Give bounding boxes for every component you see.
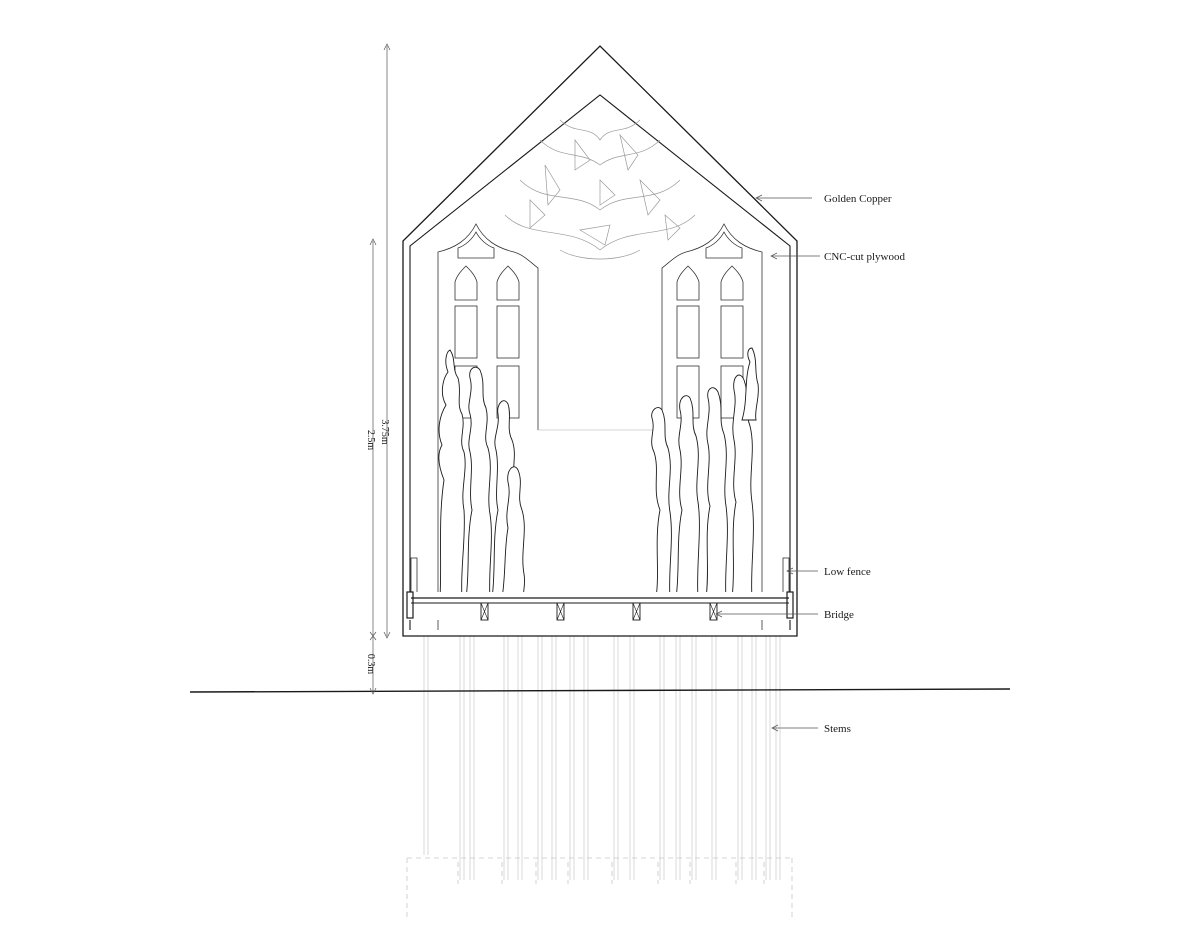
dimension-lines bbox=[369, 43, 391, 695]
stems bbox=[406, 636, 793, 920]
label-bridge: Bridge bbox=[824, 609, 854, 621]
ground-line bbox=[189, 688, 1011, 693]
bridge-deck bbox=[406, 591, 794, 621]
label-cnc-plywood: CNC-cut plywood bbox=[824, 251, 905, 263]
label-low-fence: Low fence bbox=[824, 566, 871, 578]
dim-interior-height: 2.5m bbox=[365, 430, 376, 451]
dim-clearance: 0.3m bbox=[365, 654, 376, 675]
right-trees bbox=[651, 347, 759, 599]
callout-leaders bbox=[715, 194, 820, 732]
canopy-pattern bbox=[504, 119, 696, 260]
label-golden-copper: Golden Copper bbox=[824, 193, 892, 205]
dim-overall-height: 3.75m bbox=[379, 419, 390, 445]
inner-shell bbox=[409, 94, 791, 630]
left-trees bbox=[438, 349, 526, 599]
label-stems: Stems bbox=[824, 723, 851, 735]
